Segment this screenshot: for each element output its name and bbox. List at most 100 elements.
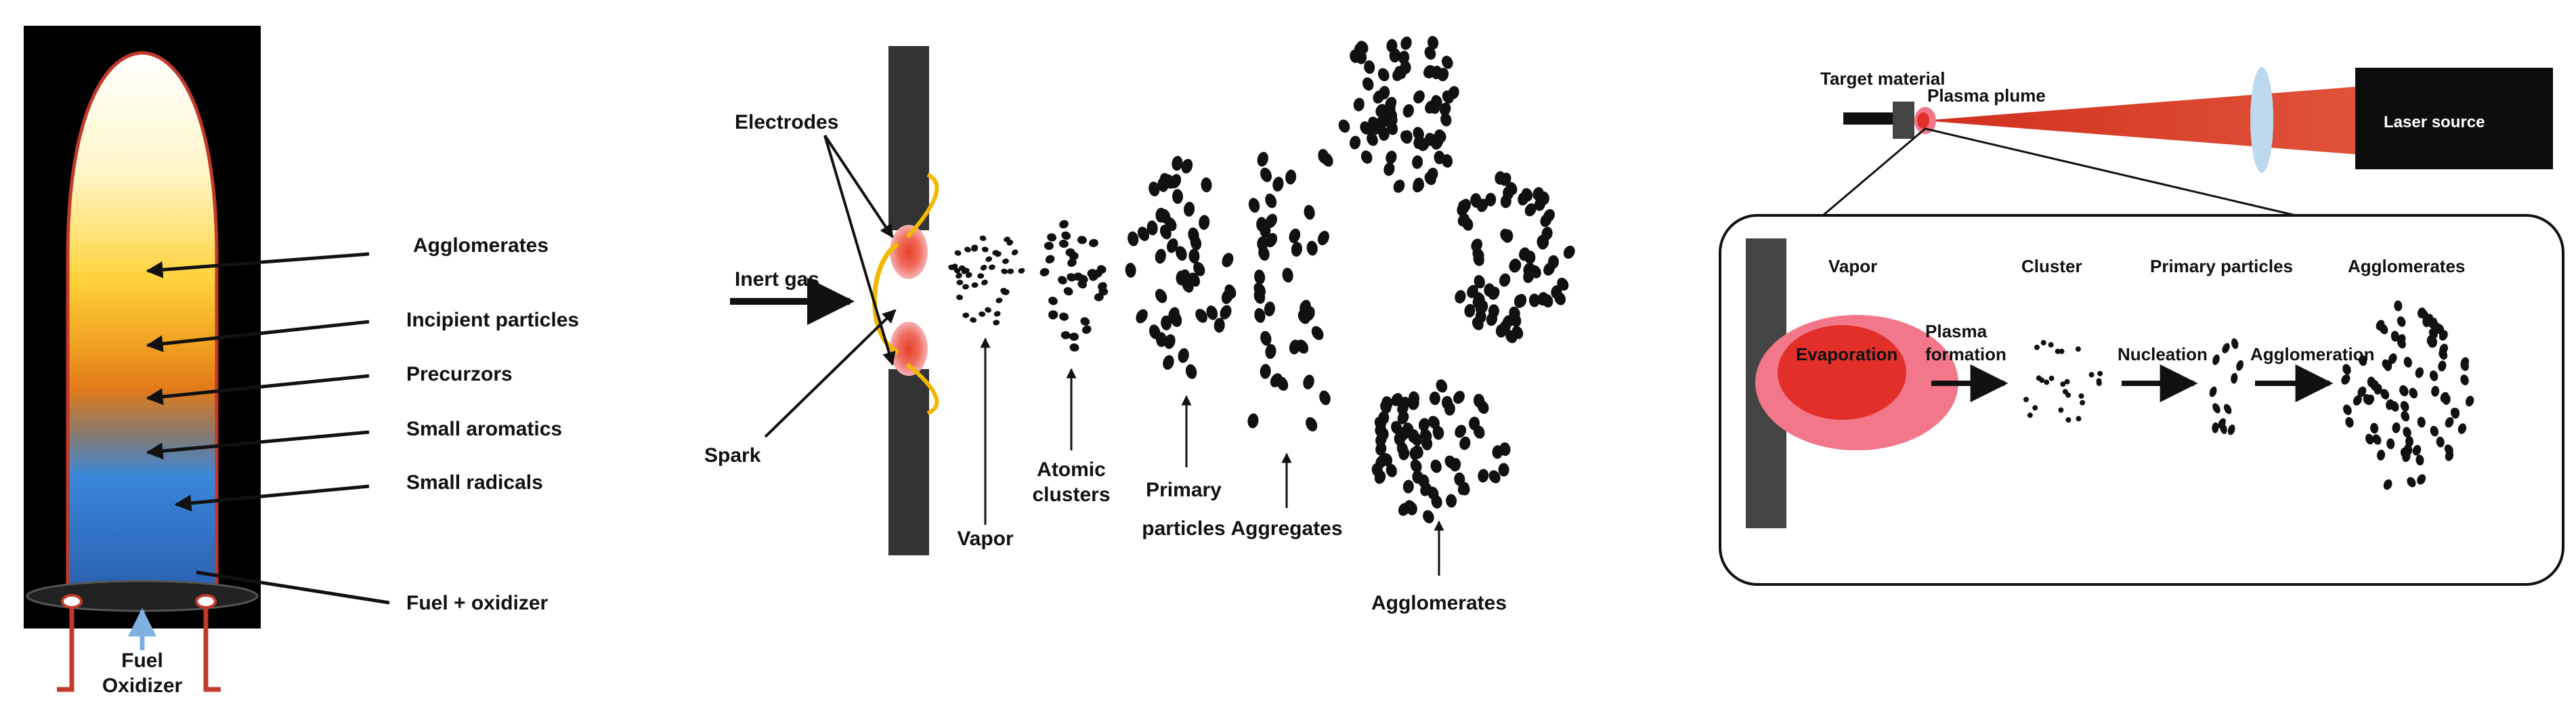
particle [1360,150,1373,164]
particle [1366,121,1378,135]
particle [1406,501,1417,515]
laser-ablation-panel: Laser source Target material Plasma plum… [1719,67,2564,586]
particle [1455,425,1467,438]
particle [1519,247,1530,261]
particle [2034,344,2040,350]
particle [1485,192,1497,207]
particle [1184,201,1195,217]
agglomerate-cluster-mid [1455,171,1575,343]
focusing-lens [2250,67,2273,173]
particle [1378,410,1390,425]
laser-source-label: Laser source [2384,113,2485,131]
burner-port-left [61,594,83,609]
particle [1178,348,1189,363]
particle [962,312,970,318]
particle [2223,404,2232,414]
particle [1291,242,1302,257]
particle [1413,177,1424,192]
particle [2222,343,2230,354]
electrode-arrow-upper [823,134,894,238]
oxidizer-label: Oxidizer [102,675,183,697]
spark-discharge-panel: Electrodes Inert gas Spark Vapor Atomic … [704,36,1575,614]
agglomerate-cluster-top [1338,36,1459,193]
laser-beam [1923,87,2357,154]
oxidizer-pipe-right [203,608,221,692]
particle [1396,442,1409,456]
particle [2379,324,2388,335]
particle [992,250,1000,256]
particle [1172,189,1184,205]
particle [2372,434,2382,445]
particle [1136,309,1148,324]
particle [1168,307,1180,322]
plasma-plume-core [1917,112,1929,129]
particle [1195,308,1207,323]
particle [2212,403,2220,414]
particle [1201,177,1212,192]
particle [2403,427,2411,438]
particle [965,272,972,278]
particle [2401,410,2410,422]
particle [2431,322,2440,333]
primary-label-line2: particles [1142,517,1225,540]
flame-body [66,51,219,597]
particle [1378,127,1390,141]
particle [970,317,977,323]
particle [1161,315,1172,330]
particle [962,284,969,290]
particle [1418,137,1430,152]
laser-particle-clouds [2023,300,2474,490]
particle [956,272,962,279]
particle [2039,377,2045,383]
particle [1476,198,1488,213]
particle [2088,372,2095,378]
atomic-clusters-cloud [1039,219,1109,352]
particle [2341,374,2350,385]
particle [1193,261,1205,276]
particle [1264,301,1275,317]
particle [1125,263,1136,278]
particle [2386,438,2395,450]
particle [2040,340,2046,345]
particle [1188,272,1201,287]
particle [1377,427,1389,441]
nucleation-label: Nucleation [2118,344,2208,364]
particle [1080,317,1090,326]
particle [1402,479,1414,494]
particle [2044,379,2050,385]
target-rod [1843,112,1896,125]
particle [1523,262,1535,276]
particle [2064,379,2070,385]
agglomerates-cloud-laser [2341,300,2474,490]
particle [1398,427,1409,441]
particle [2065,417,2071,423]
particle [951,263,958,270]
particle [2397,334,2406,345]
target-material-label: Target material [1820,68,1945,89]
particle [2058,407,2064,413]
particle [2075,346,2081,352]
vapor-label-spark: Vapor [957,528,1014,550]
radicals-arrow [174,484,370,512]
particle [1377,68,1390,82]
particle [1082,325,1092,334]
particle [2442,393,2451,405]
spark-particle-clouds [948,36,1575,524]
particle [1444,455,1457,469]
particle [971,246,979,252]
particle [2383,479,2392,490]
particle [1311,326,1324,341]
particle [993,320,1000,326]
particle [1442,90,1454,104]
particle [1296,339,1309,354]
particle [1521,188,1533,202]
burner-plate [26,580,259,612]
particle [2417,417,2426,428]
particle [2430,425,2439,437]
particle [2236,360,2244,371]
zoom-line-left [1822,127,1926,217]
particle [1069,333,1079,341]
particle [1167,238,1178,253]
particle [1157,177,1169,192]
particle [1258,246,1270,261]
